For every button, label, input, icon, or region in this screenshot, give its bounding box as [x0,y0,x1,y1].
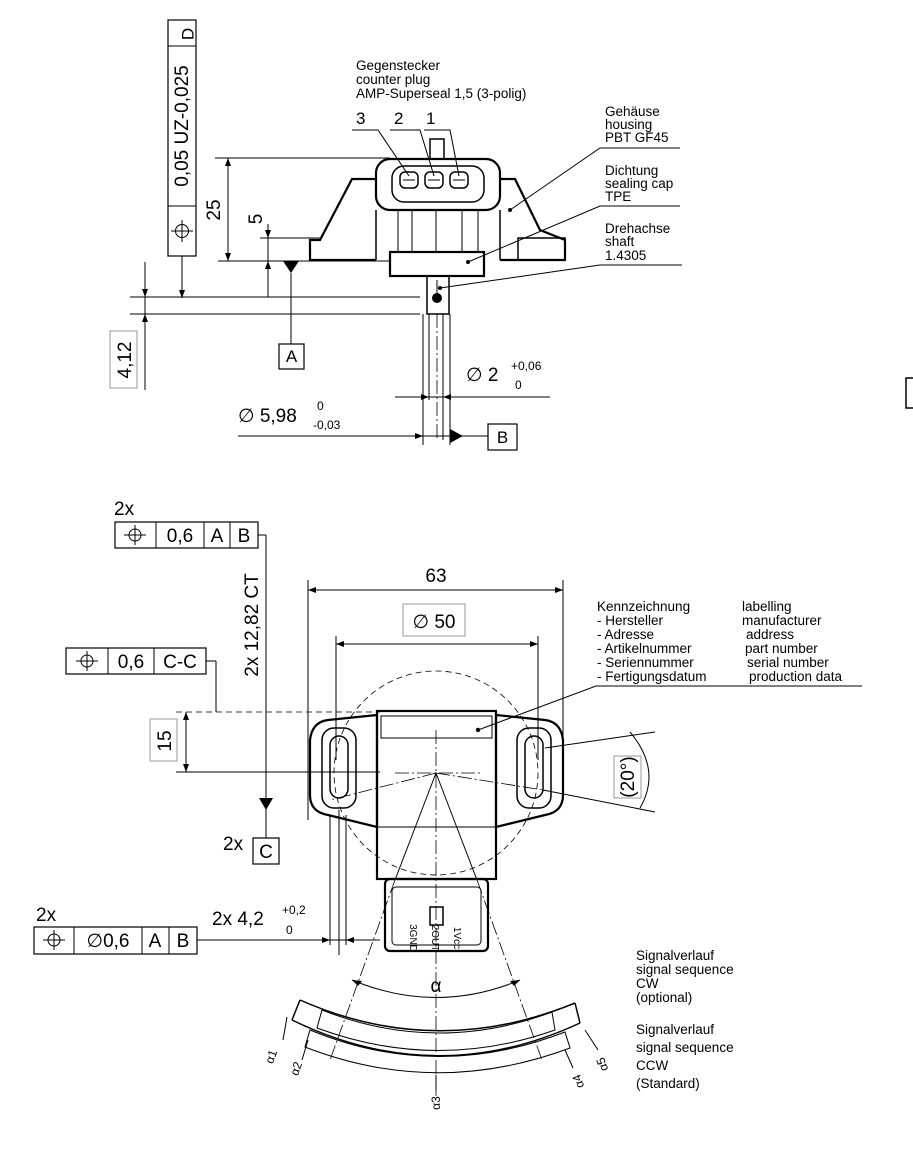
ccw-dir: CCW [636,1058,668,1073]
ccw-de: Signalverlauf [636,1022,714,1037]
labelling-en-4: serial number [747,655,829,670]
dim-20-angle: (20°) [618,756,639,797]
pin-label-1: 1 [426,109,435,128]
fcf-bottom-tolerance: ∅0,6 [87,931,130,952]
datum-a: A [286,347,298,366]
dia-2-upper: +0,06 [511,359,542,373]
sensor-side-view [308,138,567,315]
fcf-top-datum2: B [238,526,251,547]
sealing-mat: TPE [605,189,631,204]
arc-label-a5: α5 [593,1055,611,1073]
dim-63-label: 63 [425,566,446,587]
dim-5-label: 5 [246,214,267,225]
fcf-bottom-count: 2x [36,905,57,926]
housing-en: housing [605,117,652,132]
pin-mark-2out: 2OUT [429,925,440,952]
position-icon [124,525,146,545]
labelling-de-4: - Seriennummer [597,655,694,670]
housing-de: Gehäuse [605,104,660,119]
dia-2-lower: 0 [515,378,522,392]
alpha-label: α [431,976,442,997]
fcf-vertical: D 0,05 UZ-0,025 [167,19,197,257]
labelling-de-0: Kennzeichnung [597,599,690,614]
fcf-mid: 0,6 C-C [65,647,207,675]
arc-label-a4: α4 [569,1072,587,1090]
cw-dir: CW [636,976,659,991]
fcf-mid-tolerance: 0,6 [118,652,144,673]
fcf-top-tolerance: 0,6 [167,526,193,547]
dia-598-lower: -0,03 [313,418,341,432]
fcf-bottom: ∅0,6 A B [33,926,198,955]
ccw-note: (Standard) [636,1076,700,1091]
labelling-de-2: - Adresse [597,627,654,642]
slot-lower: 0 [286,923,293,937]
ccw-en: signal sequence [636,1040,734,1055]
arc-label-a2: α2 [287,1060,305,1078]
dia-2: ∅ 2 [466,365,498,386]
pin-label-2: 2 [394,109,403,128]
sensor-front-view: 3GND 2OUT 1Vcc [308,670,565,1100]
dim-50-label: ∅ 50 [413,612,456,633]
labelling-de-3: - Artikelnummer [597,641,692,656]
pin-label-3: 3 [356,109,365,128]
dim-25-label: 25 [204,199,225,220]
fcf-mid-datum: C-C [163,652,197,673]
position-icon [171,220,193,242]
housing-mat: PBT GF45 [605,130,669,145]
dim-4-12-label: 4,12 [115,342,136,379]
datum-c-count: 2x [223,834,244,855]
position-icon [76,651,98,671]
counter-plug-en: counter plug [356,72,430,87]
slot-dim: 2x 4,2 [212,909,264,930]
labelling-en-0: labelling [742,599,792,614]
sealing-de: Dichtung [605,163,658,178]
arc-label-a1: α1 [262,1048,280,1066]
cw-note: (optional) [636,990,692,1005]
dia-598-upper: 0 [317,399,324,413]
datum-b: B [497,428,508,447]
labelling-en-3: part number [745,641,818,656]
shaft-mat: 1.4305 [605,248,646,263]
counter-plug-de: Gegenstecker [356,58,441,73]
shaft-en: shaft [605,234,635,249]
labelling-en-2: address [746,627,794,642]
labelling-de-5: - Fertigungsdatum [597,669,707,684]
labelling-callout: Kennzeichnung - Hersteller - Adresse - A… [475,599,862,733]
pin-mark-3gnd: 3GND [407,924,418,952]
slot-upper: +0,2 [282,903,306,917]
sealing-en: sealing cap [605,176,673,191]
fcf-top: 0,6 A B [114,521,259,549]
fcf-top-datum1: A [211,526,224,547]
fcf-vertical-datum: D [178,28,197,40]
cw-en: signal sequence [636,962,734,977]
labelling-en-1: manufacturer [742,613,822,628]
pin-mark-1vcc: 1Vcc [451,927,462,949]
labelling-en-5: production data [749,669,843,684]
position-icon [43,930,65,950]
fcf-top-count: 2x [114,499,135,520]
labelling-de-1: - Hersteller [597,613,664,628]
cw-de: Signalverlauf [636,948,714,963]
counter-plug-type: AMP-Superseal 1,5 (3-polig) [356,86,526,101]
dim-15-label: 15 [155,730,176,751]
datum-c: C [259,842,273,863]
bottom-view: 2x 0,6 A B 2x 12,82 CT [33,499,862,1110]
top-view: D 0,05 UZ-0,025 25 5 A [109,19,682,451]
fcf-bottom-datum1: A [149,931,162,952]
arc-label-a3: α3 [429,1096,443,1110]
fcf-vertical-tolerance: 0,05 UZ-0,025 [172,65,193,186]
dim-2x-12-82: 2x 12,82 CT [242,573,263,677]
dia-598: ∅ 5,98 [238,406,297,427]
shaft-de: Drehachse [605,221,670,236]
fcf-bottom-datum2: B [177,931,190,952]
signal-arcs [282,999,599,1090]
